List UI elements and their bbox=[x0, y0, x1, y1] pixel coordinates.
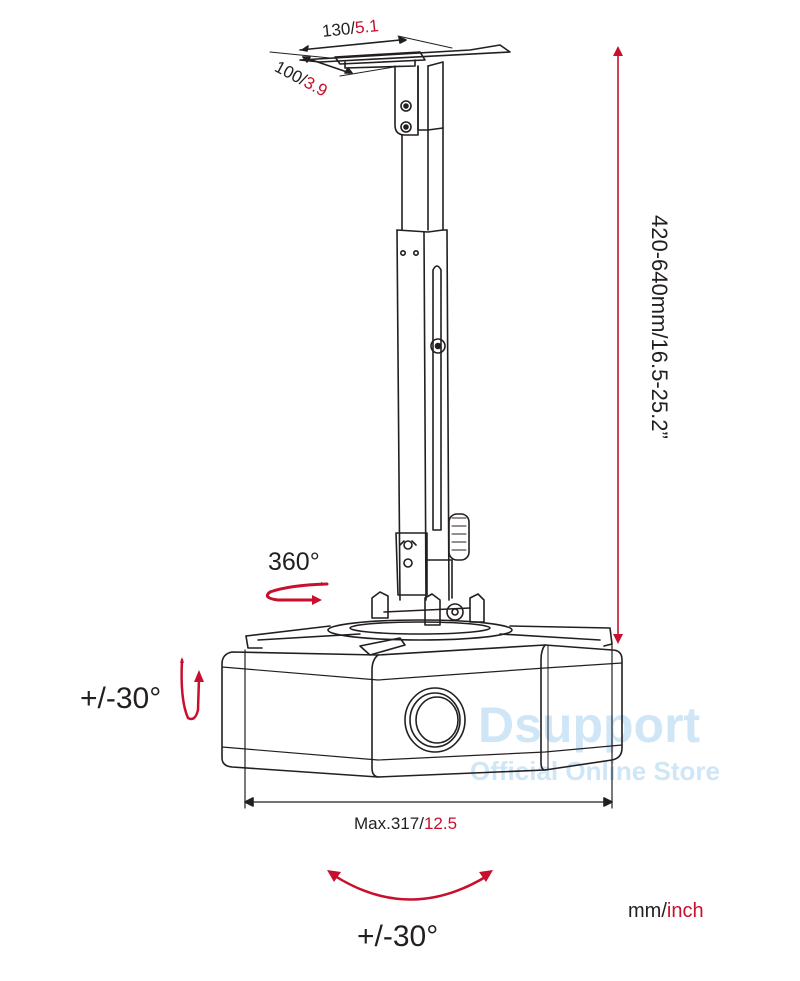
projector-body bbox=[221, 644, 623, 778]
height-range-label: 420-640mm/16.5-25.2” bbox=[647, 215, 672, 439]
height-dimension bbox=[613, 46, 623, 644]
units-inch: inch bbox=[666, 900, 704, 922]
units-legend: mm/inch bbox=[628, 901, 704, 921]
max-width-mm: Max.317 bbox=[354, 814, 420, 833]
plate-width-inch: 5.1 bbox=[354, 16, 380, 38]
adaptor-arms bbox=[245, 619, 613, 656]
swivel-arrow-icon bbox=[265, 582, 329, 605]
tilt-arrow-icon bbox=[180, 657, 204, 721]
max-width-label: Max.317/12.5 bbox=[354, 815, 457, 832]
units-mm: mm/ bbox=[628, 900, 667, 922]
ceiling-plate bbox=[269, 35, 511, 77]
width-dimension bbox=[244, 644, 613, 809]
mount-head bbox=[371, 532, 485, 626]
max-width-inch: 12.5 bbox=[423, 814, 458, 833]
pan-label: +/-30° bbox=[357, 920, 439, 953]
swivel-label: 360° bbox=[268, 548, 320, 576]
plate-width-mm: 130 bbox=[321, 19, 352, 41]
upper-pole bbox=[394, 61, 444, 231]
tilt-label: +/-30° bbox=[80, 682, 162, 715]
pan-arrow-icon bbox=[327, 870, 493, 901]
watermark-brand: Dsupport bbox=[478, 697, 701, 753]
tilt-knob bbox=[448, 513, 470, 561]
max-width-sep: / bbox=[419, 814, 424, 833]
